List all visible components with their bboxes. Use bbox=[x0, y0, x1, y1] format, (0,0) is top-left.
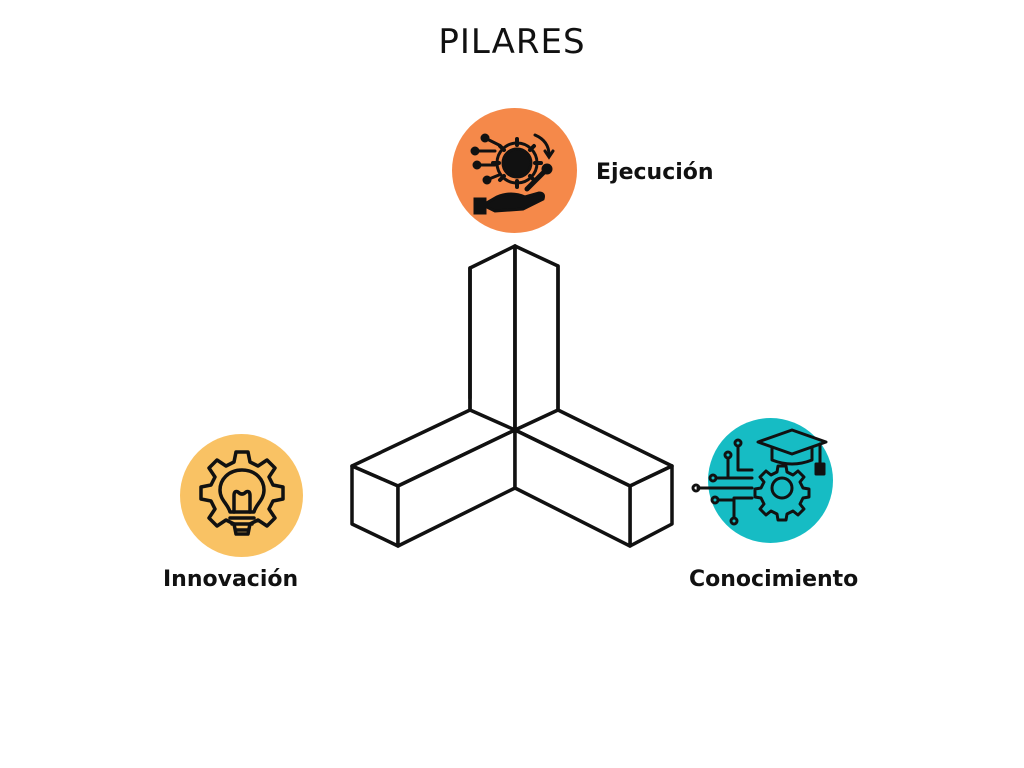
gear-hand-icon bbox=[470, 133, 554, 214]
ejecucion-label: Ejecución bbox=[596, 160, 714, 185]
ejecucion-icon-circle bbox=[452, 108, 577, 233]
conocimiento-label: Conocimiento bbox=[689, 567, 859, 592]
lightbulb-gear-icon bbox=[198, 449, 285, 536]
innovacion-label: Innovación bbox=[163, 567, 299, 592]
page-title: PILARES bbox=[438, 22, 586, 62]
conocimiento-icon-circle bbox=[691, 418, 833, 543]
graduation-gear-circuit-icon bbox=[691, 428, 828, 526]
innovacion-icon-circle bbox=[180, 434, 303, 557]
